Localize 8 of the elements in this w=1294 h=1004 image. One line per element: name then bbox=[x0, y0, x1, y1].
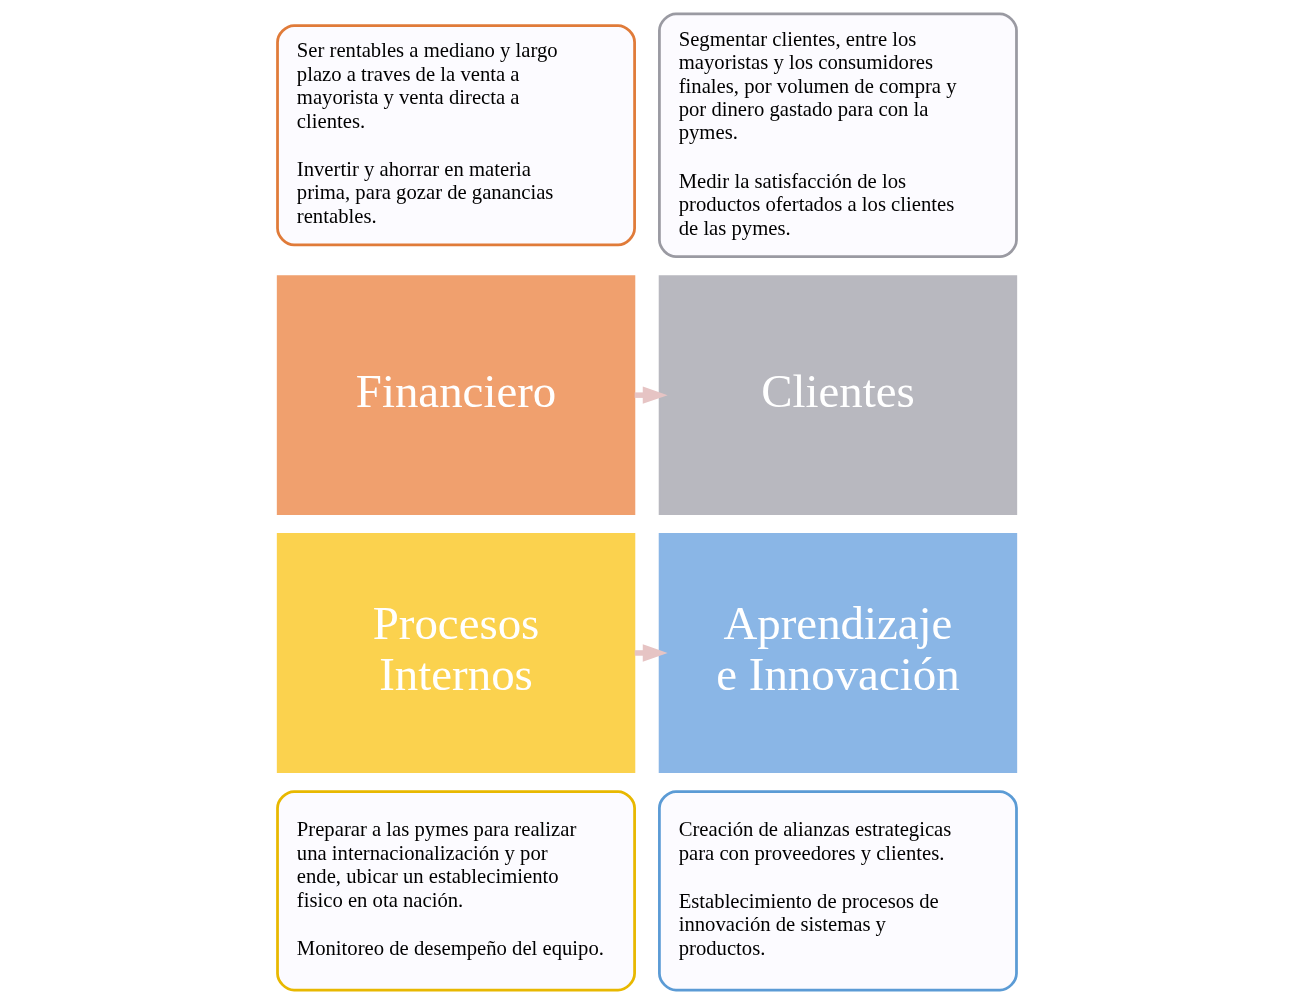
node-box: Segmentar clientes, entre los mayoristas y los consumidores finales, por volumen de compra y por dinero gastado para con la pymes. Medir la satisfacción de los productos ofertados a los clientes de las pymes. bbox=[658, 12, 1018, 258]
node-box: Creación de alianzas estrategicas para con proveedores y clientes. Establecimiento de procesos de innovación de sistemas y productos. bbox=[658, 790, 1018, 992]
node-box: Aprendizaje e Innovación bbox=[658, 533, 1018, 773]
node-box: Financiero bbox=[276, 275, 636, 516]
node-box: Ser rentables a mediano y largo plazo a traves de la venta a mayorista y venta directa a clientes. Invertir y ahorrar en materia prima, para gozar de ganancias rentables. bbox=[276, 24, 636, 247]
node-box: Clientes bbox=[658, 275, 1018, 516]
node-box: Procesos Internos bbox=[276, 533, 636, 773]
node-box: Preparar a las pymes para realizar una internacionalización y por ende, ubicar un establecimiento fisico en ota nación. Monitoreo de desempeño del equipo. bbox=[276, 790, 636, 992]
